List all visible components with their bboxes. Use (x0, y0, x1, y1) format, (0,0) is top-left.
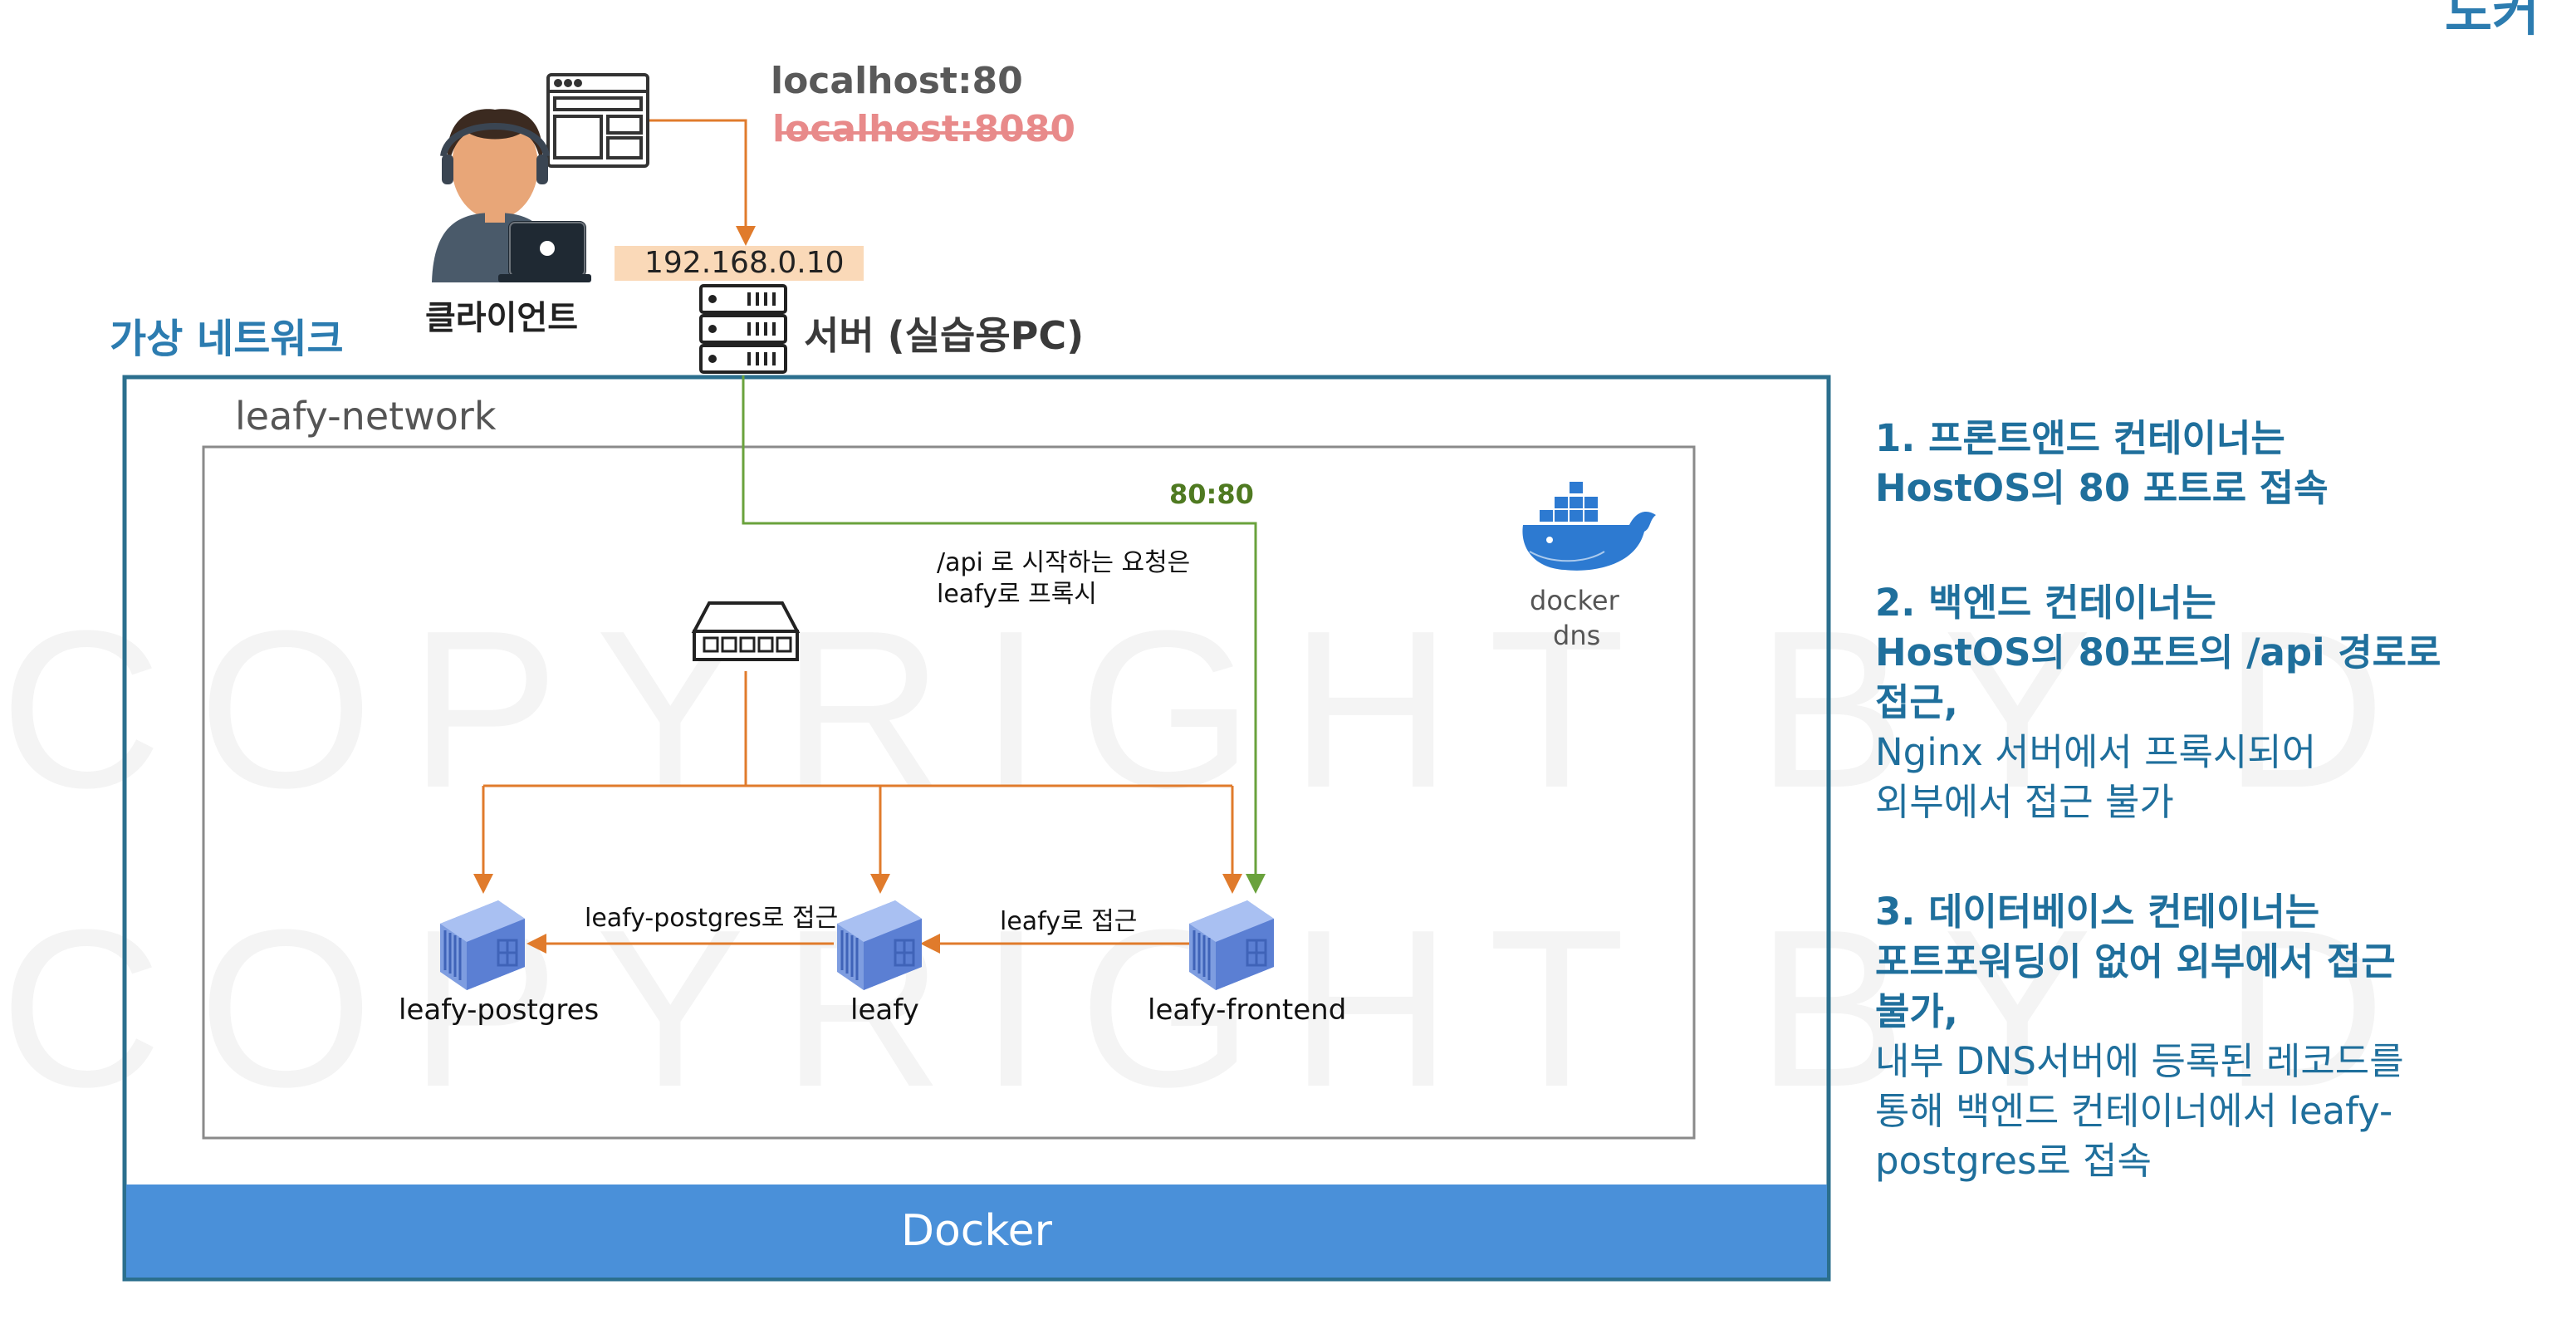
port-forward-path (742, 375, 1266, 894)
container-icon-leafy (835, 899, 923, 992)
docker-dns-label-line2: dns (1553, 620, 1601, 651)
note-2-body-line2: 외부에서 접근 불가 (1875, 780, 2174, 824)
note-1-title-line2: HostOS의 80 포트로 접속 (1875, 466, 2329, 510)
leafy-network-label: leafy-network (235, 394, 497, 439)
docker-dns-label-line1: docker (1530, 585, 1619, 616)
note-2-title-line3: 접근, (1875, 680, 1958, 724)
note-2-title-line1: 2. 백엔드 컨테이너는 (1875, 581, 2216, 625)
proxy-note-line1: /api 로 시작하는 요청은 (937, 548, 1191, 577)
server-ip: 192.168.0.10 (644, 246, 845, 280)
client-label: 클라이언트 (425, 299, 578, 337)
edge-label-frontend-to-leafy: leafy로 접근 (1000, 907, 1138, 936)
proxy-note-line2: leafy로 프록시 (937, 580, 1097, 609)
container-label-leafy-postgres: leafy-postgres (399, 993, 600, 1027)
note-3-body-line2: 통해 백엔드 컨테이너에서 leafy- (1875, 1089, 2393, 1133)
note-3-title-line3: 불가, (1875, 989, 1958, 1033)
note-2-body-line1: Nginx 서버에서 프록시되어 (1875, 730, 2317, 774)
port-mapping-label: 80:80 (1169, 478, 1254, 510)
note-3-body-line1: 내부 DNS서버에 등록된 레코드를 (1875, 1039, 2404, 1083)
note-1-title-line1: 1. 프론트앤드 컨테이너는 (1875, 416, 2285, 460)
note-2-title-line2: HostOS의 80포트의 /api 경로로 (1875, 630, 2441, 674)
switch-links (473, 671, 1242, 954)
leafy-network-box (202, 445, 1696, 1140)
page-header-title: 도커 (2445, 0, 2540, 42)
ip-highlight (615, 246, 864, 281)
watermark-top: COPYRIGHT BY D (0, 585, 2422, 835)
container-icon-leafy-frontend (1188, 899, 1276, 992)
note-3-title-line2: 포트포워딩이 없어 외부에서 접근 (1875, 939, 2396, 983)
virtual-network-box (122, 375, 1831, 1282)
docker-whale-icon (1522, 482, 1656, 571)
server-label: 서버 (실습용PC) (804, 313, 1085, 358)
container-label-leafy: leafy (850, 993, 919, 1027)
virtual-network-label: 가상 네트워크 (110, 316, 344, 362)
request-arrow (649, 119, 756, 246)
browser-window-icon (546, 73, 649, 168)
note-3: 3. 데이터베이스 컨테이너는 포트포워딩이 없어 외부에서 접근 불가, 내부… (1875, 887, 2404, 1186)
browser-url-active: localhost:80 (771, 60, 1023, 102)
container-label-leafy-frontend: leafy-frontend (1148, 993, 1347, 1027)
note-3-title-line1: 3. 데이터베이스 컨테이너는 (1875, 890, 2320, 934)
browser-url-struck: localhost:8080 (772, 108, 1075, 150)
client-person-icon (432, 109, 591, 282)
docker-engine-bar: Docker (126, 1184, 1827, 1278)
note-1: 1. 프론트앤드 컨테이너는 HostOS의 80 포트로 접속 (1875, 414, 2329, 513)
note-2: 2. 백엔드 컨테이너는 HostOS의 80포트의 /api 경로로 접근, … (1875, 578, 2441, 827)
network-switch-icon (691, 601, 801, 661)
server-icon (699, 284, 787, 374)
container-icon-leafy-postgres (438, 899, 526, 992)
edge-label-leafy-to-postgres: leafy-postgres로 접근 (585, 904, 839, 933)
note-3-body-line3: postgres로 접속 (1875, 1139, 2152, 1183)
